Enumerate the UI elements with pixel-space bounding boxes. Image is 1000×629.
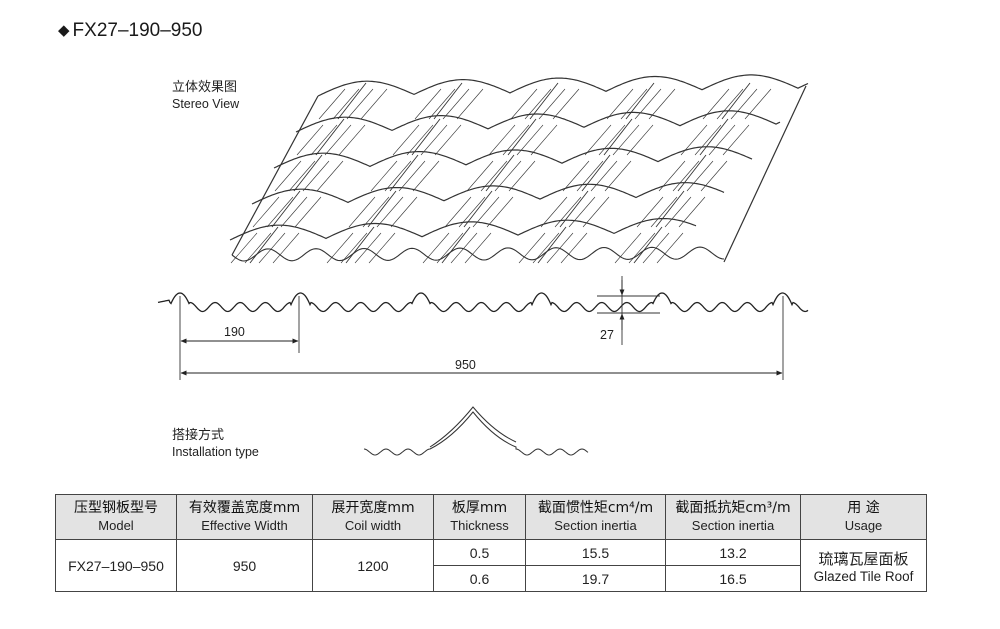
product-code: FX27–190–950 [72,20,203,41]
diamond-bullet-icon: ◆ [58,22,70,39]
profile-line [157,292,809,313]
cell-inertia: 15.5 [525,539,666,566]
cell-thickness: 0.6 [433,565,526,592]
cell-model: FX27–190–950 [55,539,177,592]
stereo-view-drawing [229,74,809,264]
width-dim-label: 950 [455,358,476,372]
cell-inertia: 19.7 [525,565,666,592]
usage-cn: 琉璃瓦屋面板 [818,549,909,568]
pitch-dim-label: 190 [224,325,245,339]
cell-resist: 16.5 [665,565,801,592]
usage-en: Glazed Tile Roof [813,568,914,584]
stereo-view-caption: 立体效果图 Stereo View [172,80,239,112]
installation-label-cn: 搭接方式 [172,428,225,443]
installation-caption: 搭接方式 Installation type [172,428,259,460]
height-dim-label: 27 [600,328,614,342]
installation-label-en: Installation type [172,445,259,459]
cell-resist: 13.2 [665,539,801,566]
cell-effective-width: 950 [176,539,313,592]
cell-thickness: 0.5 [433,539,526,566]
stereo-view-label-en: Stereo View [172,97,240,111]
product-title: ◆FX27–190–950 [58,20,203,42]
table-row: 0.6 19.7 16.5 [56,565,927,592]
cell-coil-width: 1200 [312,539,434,592]
profile-section-drawing: 190 950 27 [157,276,809,380]
stereo-view-label-cn: 立体效果图 [172,80,238,95]
installation-drawing [363,406,589,456]
table-row: FX27–190–950 950 1200 0.5 15.5 13.2 琉璃瓦屋… [55,539,927,592]
